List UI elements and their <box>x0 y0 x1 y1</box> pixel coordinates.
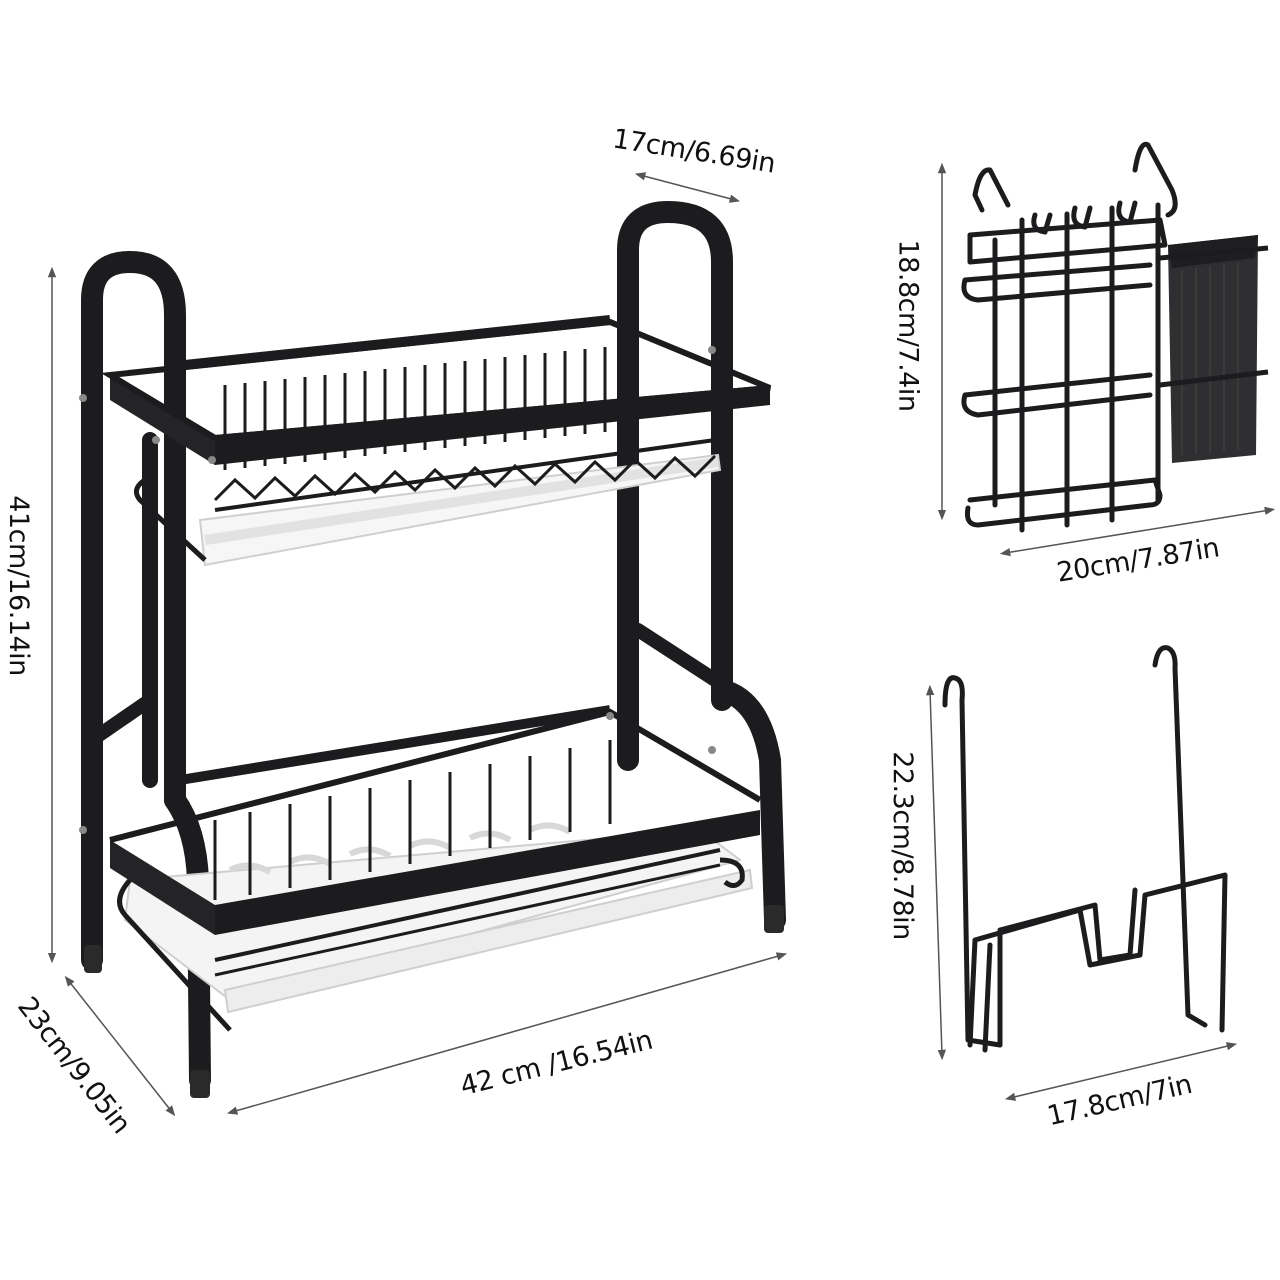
dimension-lines-board <box>925 684 1238 1101</box>
utensil-cup <box>1159 235 1269 463</box>
rack-foot <box>190 1070 210 1098</box>
top-shelf <box>79 315 772 567</box>
rack-foot <box>84 945 102 973</box>
rack-frame <box>81 201 786 1091</box>
cutting-board-holder-drawing <box>942 645 1228 1053</box>
utensil-holder-drawing <box>961 141 1178 533</box>
board-height-label: 22.3cm/8.78in <box>886 751 918 940</box>
dimension-lines-holder <box>937 162 1276 557</box>
rack-height-label: 41cm/16.14in <box>2 495 34 676</box>
rack-foot <box>764 905 784 933</box>
holder-height-label: 18.8cm/7.4in <box>892 239 924 412</box>
dimension-lines-main <box>47 172 788 1117</box>
